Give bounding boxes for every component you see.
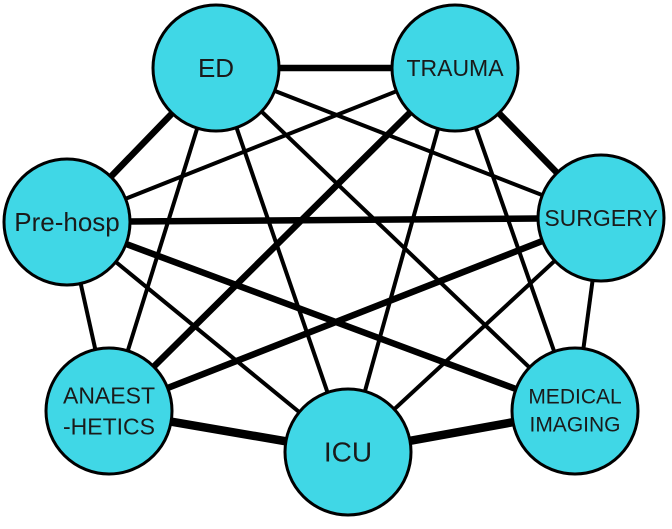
node-ed: ED <box>151 3 281 133</box>
node-prehosp: Pre-hosp <box>2 157 132 287</box>
node-label-surgery: SURGERY <box>544 205 657 231</box>
node-surgery: SURGERY <box>536 153 666 283</box>
edge-surgery-anaesthetics <box>107 214 603 415</box>
node-circle-prehosp <box>2 157 132 287</box>
node-label-prehosp: Pre-hosp <box>14 207 120 237</box>
node-label-trauma: TRAUMA <box>406 55 504 81</box>
edge-trauma-icu <box>346 67 457 453</box>
node-circle-surgery <box>536 153 666 283</box>
edge-ed-icu <box>214 67 350 453</box>
edge-trauma-anaesthetics <box>106 65 458 414</box>
node-label-medical_imaging-line-1: MEDICAL <box>528 385 621 408</box>
edge-ed-medical_imaging <box>214 66 577 413</box>
edge-prehosp-surgery <box>66 214 602 226</box>
edge-trauma-prehosp <box>66 66 456 224</box>
node-icu: ICU <box>283 387 413 517</box>
node-label-medical_imaging-line-2: IMAGING <box>529 414 620 437</box>
node-circle-trauma <box>390 3 520 133</box>
node-label-anaesthetics-line-2: -HETICS <box>63 414 155 440</box>
edge-ed-surgery <box>215 66 602 220</box>
node-trauma: TRAUMA <box>390 3 520 133</box>
node-circle-icu <box>283 387 413 517</box>
node-label-icu: ICU <box>324 437 372 468</box>
node-medical_imaging: MEDICAL IMAGING <box>510 346 640 476</box>
node-label-ed: ED <box>198 53 234 83</box>
edge-prehosp-medical_imaging <box>65 218 577 415</box>
node-label-anaesthetics-line-1: ANAEST <box>63 382 155 408</box>
nodes-layer: ED TRAUMA Pre-hosp SURGERY ANAEST -HETICS ICU M… <box>2 3 666 517</box>
node-circle-ed <box>151 3 281 133</box>
node-circle-anaesthetics <box>44 346 174 476</box>
node-anaesthetics: ANAEST -HETICS <box>44 346 174 476</box>
node-circle-medical_imaging <box>510 346 640 476</box>
